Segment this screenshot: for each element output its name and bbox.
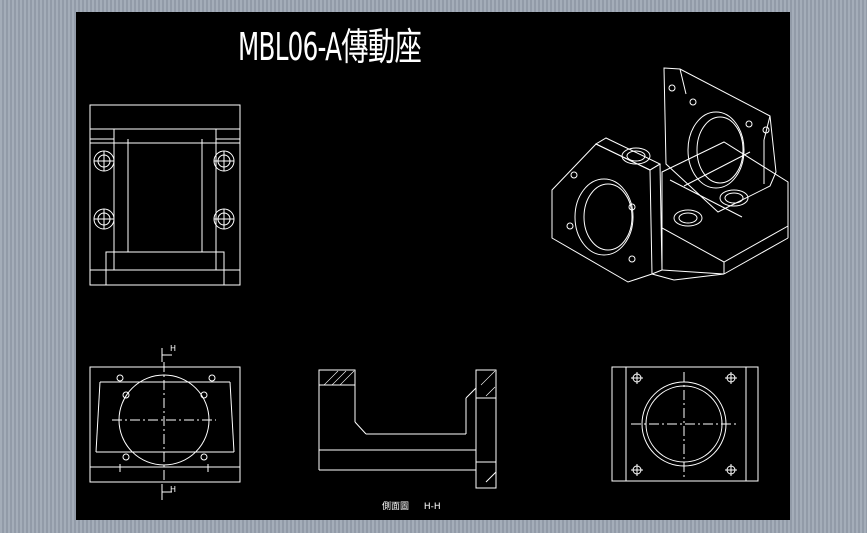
drawing-title: MBL06-A傳動座 (238, 25, 422, 69)
section-label: H-H (423, 502, 441, 512)
drawing-sheet: MBL06-A傳動座 (76, 12, 790, 520)
top-view (89, 104, 241, 286)
section-caption: 側面圖 H-H (382, 499, 453, 512)
section-mark-top: H (170, 344, 177, 353)
view-label: 側面圖 (382, 502, 410, 512)
section-view (318, 369, 497, 489)
cad-drawing (89, 67, 789, 500)
isometric-view (551, 67, 789, 283)
front-view (89, 348, 241, 500)
right-view (611, 366, 759, 482)
bolt-hole-marks (93, 150, 235, 230)
section-mark-bottom: H (170, 485, 177, 494)
